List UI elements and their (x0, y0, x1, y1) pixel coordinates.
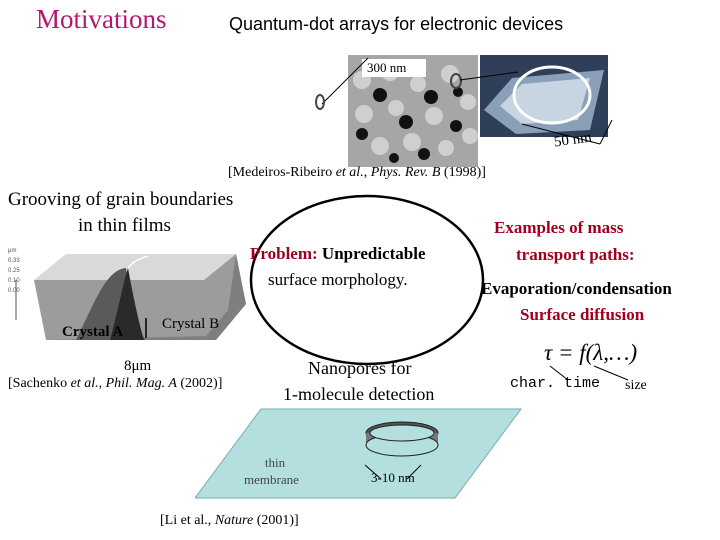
slide-title: Motivations (36, 4, 167, 34)
groove-axis-tick: 0.33 (8, 258, 20, 264)
groove-reference: [Sachenko et al., Phil. Mag. A (2002)] (8, 376, 223, 391)
transport-item-diffusion: Surface diffusion (520, 305, 645, 324)
transport-formula: τ = f(λ,…) (544, 340, 638, 365)
groove-scale-label: 8μm (124, 358, 152, 374)
groove-surface-image: μm 0.33 0.25 0.10 0.00 (8, 248, 246, 340)
nanopore-membrane-figure (195, 408, 522, 499)
nanopore-ring (365, 421, 439, 457)
qd-afm-image (315, 55, 613, 145)
nanopore-reference: [Li et al., Nature (2001)] (160, 513, 299, 528)
qd-reference: [Medeiros-Ribeiro et al., Phys. Rev. B (… (228, 165, 486, 180)
slide-subtitle: Quantum-dot arrays for electronic device… (229, 14, 564, 34)
qd-scale-300: 300 nm (367, 60, 407, 75)
formula-arrows (549, 365, 629, 381)
groove-axis-tick: 0.25 (8, 268, 20, 274)
groove-axis-tick: 0.10 (8, 278, 20, 284)
crystal-b-label: Crystal B (162, 316, 220, 332)
char-time-label: char. time (510, 375, 601, 392)
grooving-heading-line2: in thin films (78, 215, 171, 236)
membrane-label-line2: membrane (244, 472, 299, 487)
problem-line2: surface morphology. (268, 270, 408, 289)
problem-line1: Problem: Unpredictable (250, 244, 426, 263)
quantum-dot-images (315, 55, 613, 167)
pore-size-label: 3-10 nm (371, 470, 415, 485)
groove-axis-tick: 0.00 (8, 288, 20, 294)
crystal-a-label: Crystal A (62, 324, 124, 340)
grooving-heading-line1: Grooving of grain boundaries (8, 189, 234, 210)
nanopores-line2: 1-molecule detection (283, 384, 435, 404)
transport-heading-line2: transport paths: (516, 245, 635, 264)
size-label: size (625, 378, 647, 393)
nanopores-line1: Nanopores for (308, 358, 412, 378)
transport-heading-line1: Examples of mass (494, 218, 624, 237)
transport-item-evaporation: Evaporation/condensation (481, 279, 672, 298)
problem-ellipse (249, 194, 485, 366)
groove-axis-unit: μm (8, 248, 16, 254)
membrane-label-line1: thin (264, 455, 286, 470)
